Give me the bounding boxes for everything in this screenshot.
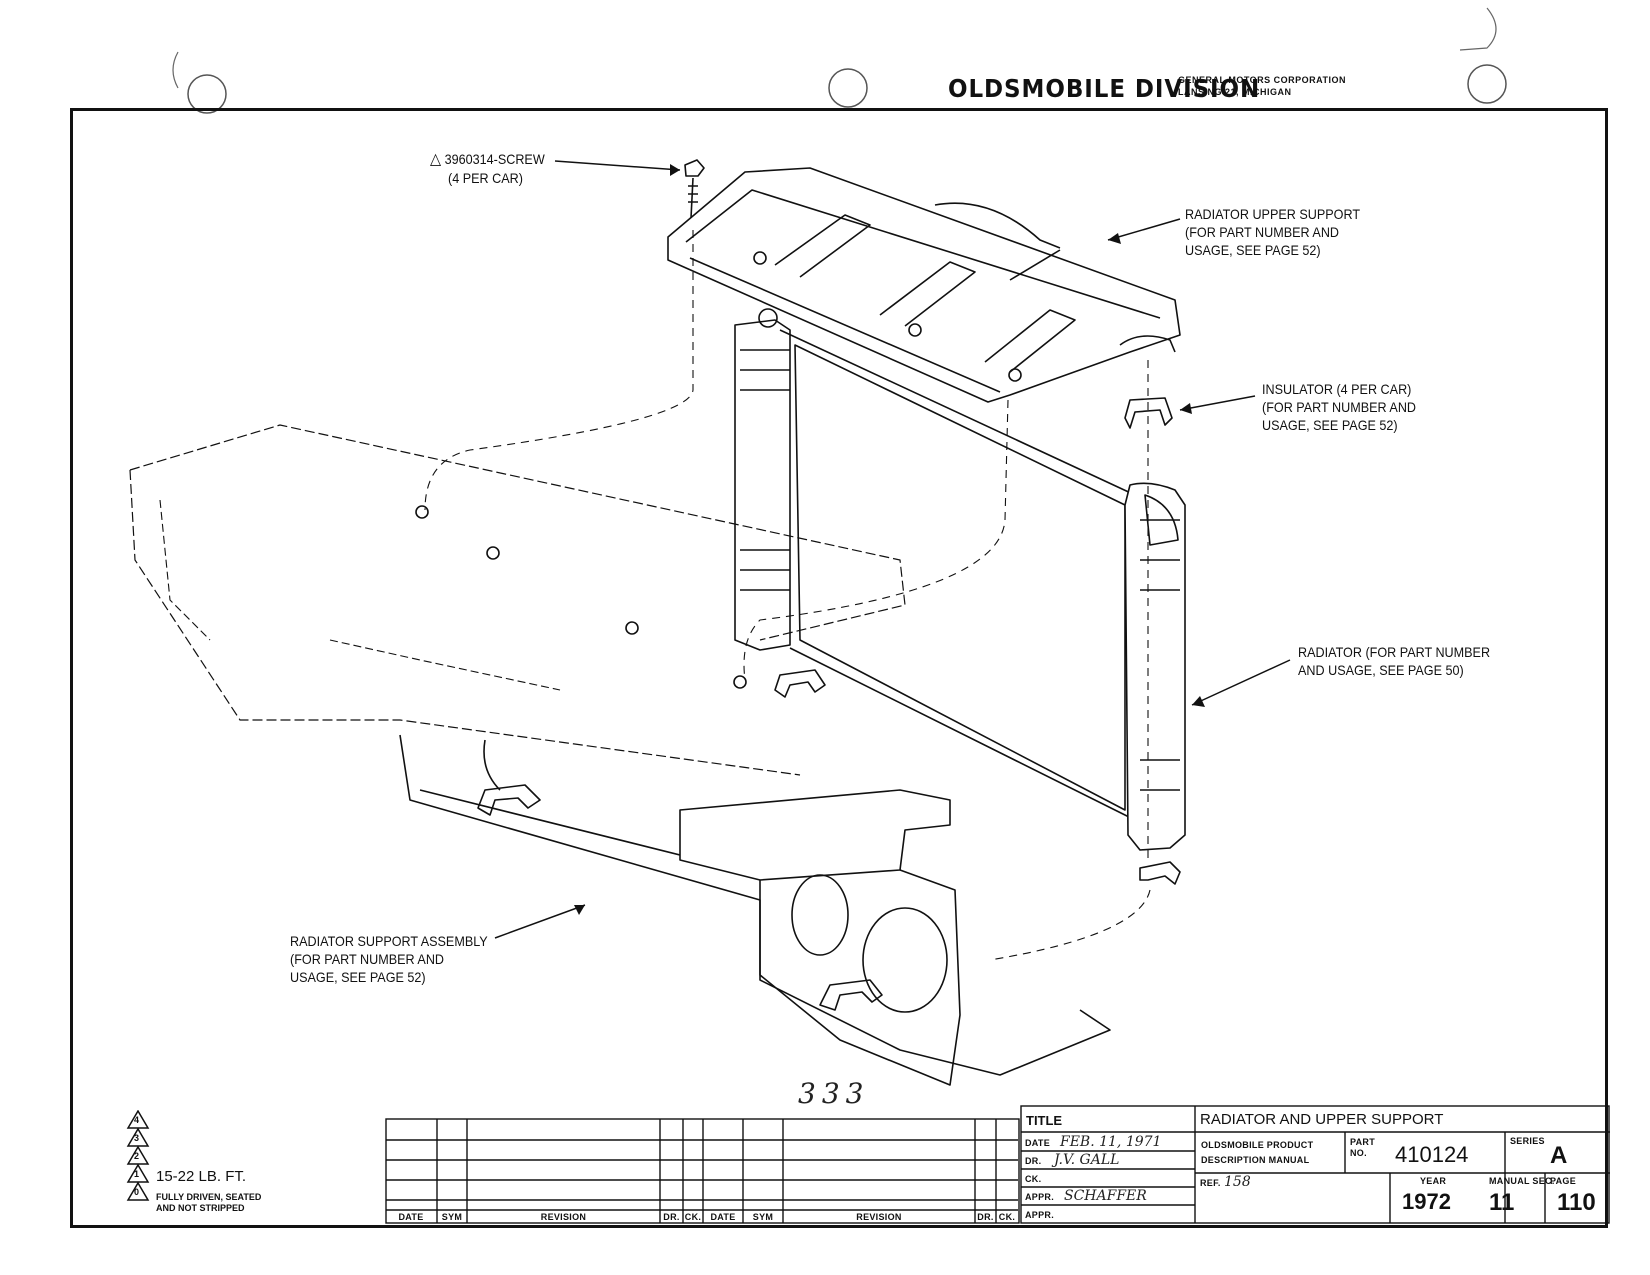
revision-block: DATE SYM REVISION DR. CK. DATE SYM REVIS…: [385, 1118, 1020, 1224]
insulator-parts: [477, 397, 1181, 1011]
support-assembly-callout: RADIATOR SUPPORT ASSEMBLY (FOR PART NUMB…: [290, 932, 488, 986]
legend-triangles: [126, 1110, 150, 1201]
corporation-location: LANSING 21, MICHIGAN: [1178, 87, 1292, 97]
year-label: YEAR: [1420, 1176, 1447, 1186]
rev-col-revision-1: REVISION: [540, 1212, 587, 1222]
rev-col-date-2: DATE: [710, 1212, 736, 1222]
insulator-line3: USAGE, SEE PAGE 52): [1262, 417, 1398, 433]
screw-callout: △ 3960314-SCREW (4 PER CAR): [430, 150, 545, 187]
caution-triangle-icon: △: [430, 151, 442, 168]
rev-col-ck-2: CK.: [998, 1212, 1016, 1222]
legend: 4 3 2 1 0 15-22 LB. FT. FULLY DRIVEN, SE…: [126, 1110, 266, 1215]
legend-mark-2: 2: [134, 1151, 140, 1161]
title-label: TITLE: [1026, 1113, 1063, 1128]
legend-mark-4: 4: [134, 1115, 140, 1125]
date-label: DATE: [1025, 1138, 1051, 1148]
rev-col-dr-2: DR.: [977, 1212, 994, 1222]
dr-value: J.V. GALL: [1054, 1152, 1120, 1168]
legend-mark-1: 1: [134, 1169, 140, 1179]
page-value: 110: [1557, 1189, 1596, 1216]
upper-support-callout: RADIATOR UPPER SUPPORT (FOR PART NUMBER …: [1185, 205, 1360, 259]
legend-mark-3: 3: [134, 1133, 140, 1143]
ref-label: REF.: [1200, 1178, 1221, 1188]
manual-sec-value: 11: [1489, 1189, 1515, 1216]
upper-support-line3: USAGE, SEE PAGE 52): [1185, 242, 1321, 258]
upper-support-part: [667, 167, 1181, 403]
manual-line1: OLDSMOBILE PRODUCT: [1201, 1140, 1314, 1150]
revision-grid: [385, 1118, 1020, 1224]
appr-label: APPR.: [1025, 1192, 1055, 1202]
screw-part: [684, 159, 705, 219]
manual-sec-label: MANUAL SEC.: [1489, 1176, 1555, 1186]
appr-signature: SCHAFFER: [1064, 1188, 1147, 1204]
support-assembly-line1: RADIATOR SUPPORT ASSEMBLY: [290, 933, 488, 949]
series-value: A: [1550, 1142, 1568, 1169]
date-value: FEB. 11, 1971: [1060, 1134, 1162, 1150]
appr2-label: APPR.: [1025, 1210, 1055, 1220]
dr-label: DR.: [1025, 1156, 1042, 1166]
screw-callout-line1: 3960314-SCREW: [444, 151, 545, 167]
leader-arrowheads: [574, 164, 1205, 915]
insulator-callout: INSULATOR (4 PER CAR) (FOR PART NUMBER A…: [1262, 380, 1416, 434]
rev-col-ck-1: CK.: [684, 1212, 702, 1222]
legend-mark-0: 0: [134, 1187, 140, 1197]
ref-value: 158: [1224, 1174, 1251, 1190]
legend-note-line1: FULLY DRIVEN, SEATED: [156, 1192, 262, 1202]
title-block-grid: [1020, 1105, 1610, 1224]
rev-col-sym-2: SYM: [752, 1212, 774, 1222]
rev-col-revision-2: REVISION: [856, 1212, 902, 1222]
manual-line2: DESCRIPTION MANUAL: [1201, 1155, 1310, 1165]
insulator-line1: INSULATOR (4 PER CAR): [1262, 381, 1412, 397]
rev-col-sym-1: SYM: [441, 1212, 463, 1222]
division-title: OLDSMOBILE DIVISION: [948, 74, 1261, 103]
radiator-part: [734, 308, 1186, 851]
drawing-title: RADIATOR AND UPPER SUPPORT: [1200, 1111, 1444, 1128]
support-assembly-line3: USAGE, SEE PAGE 52): [290, 969, 426, 985]
screw-callout-line2: (4 PER CAR): [448, 170, 523, 186]
part-no-label: PART NO.: [1350, 1137, 1376, 1158]
ck-label: CK.: [1025, 1174, 1042, 1184]
upper-support-line2: (FOR PART NUMBER AND: [1185, 224, 1340, 240]
rev-col-dr-1: DR.: [663, 1212, 680, 1222]
radiator-line2: AND USAGE, SEE PAGE 50): [1298, 662, 1464, 678]
leader-lines: [494, 160, 1291, 939]
handwritten-number: 333: [798, 1077, 870, 1110]
drawing-frame: [70, 108, 1608, 1228]
radiator-line1: RADIATOR (FOR PART NUMBER: [1298, 644, 1491, 660]
corporation-address: GENERAL MOTORS CORPORATION LANSING 21, M…: [1178, 74, 1346, 98]
title-block: TITLE RADIATOR AND UPPER SUPPORT DATE FE…: [1020, 1105, 1610, 1224]
support-assembly-line2: (FOR PART NUMBER AND: [290, 951, 445, 967]
upper-support-line1: RADIATOR UPPER SUPPORT: [1185, 206, 1361, 222]
corporation-name: GENERAL MOTORS CORPORATION: [1178, 75, 1347, 85]
legend-note-line2: AND NOT STRIPPED: [156, 1203, 245, 1213]
radiator-callout: RADIATOR (FOR PART NUMBER AND USAGE, SEE…: [1298, 643, 1490, 679]
part-number: 410124: [1395, 1142, 1469, 1167]
support-assembly-part: [129, 424, 1111, 1086]
page-label: PAGE: [1550, 1176, 1577, 1186]
insulator-line2: (FOR PART NUMBER AND: [1262, 399, 1417, 415]
series-label: SERIES: [1510, 1136, 1545, 1146]
year-value: 1972: [1402, 1189, 1451, 1214]
legend-torque: 15-22 LB. FT.: [156, 1168, 247, 1185]
rev-col-date-1: DATE: [398, 1212, 424, 1222]
